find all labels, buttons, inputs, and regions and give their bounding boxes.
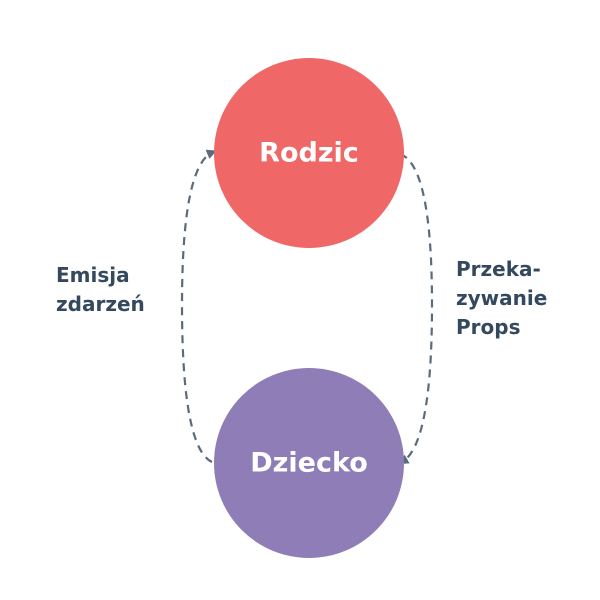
child-node-label: Dziecko	[250, 447, 368, 479]
emit-events-arrow	[180, 149, 217, 463]
emit-events-label-line-2: zdarzeń	[56, 292, 145, 316]
parent-node	[214, 58, 404, 248]
props-label-line-2: zywanie	[456, 286, 548, 310]
props-label: Przeka- zywanie Props	[456, 255, 547, 342]
props-arrow	[398, 152, 434, 464]
props-label-line-1: Przeka-	[456, 257, 541, 281]
parent-node-label: Rodzic	[259, 137, 359, 169]
emit-events-label: Emisja zdarzeń	[56, 261, 145, 319]
props-label-line-3: Props	[456, 315, 521, 339]
emit-events-label-line-1: Emisja	[56, 263, 130, 287]
child-node	[214, 368, 404, 558]
